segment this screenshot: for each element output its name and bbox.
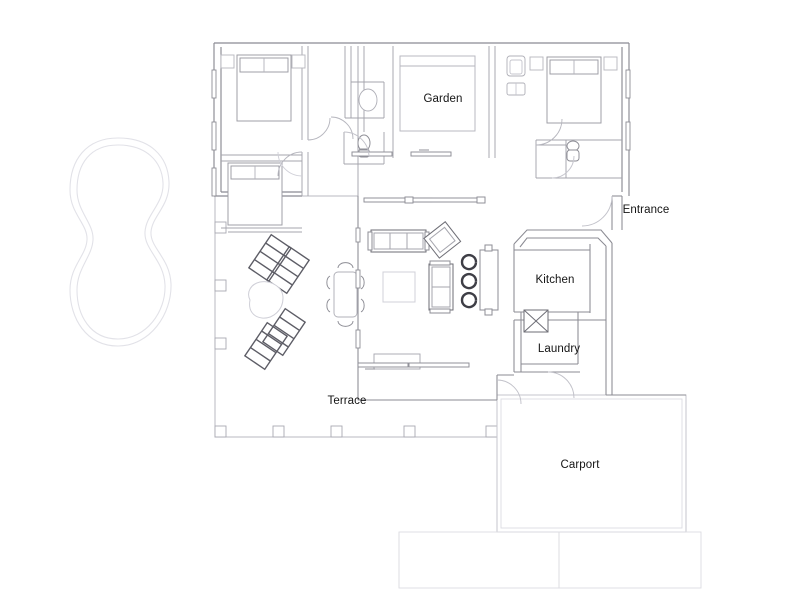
label-garden: Garden: [424, 93, 463, 105]
bar-stools: [460, 253, 478, 309]
bed-2: [227, 162, 283, 226]
armchair-bedroom-3: [506, 55, 526, 96]
entrance-walls: [605, 195, 686, 396]
label-terrace: Terrace: [327, 395, 366, 407]
living-terrace-door: [357, 362, 470, 370]
living-partition: [363, 196, 486, 204]
bed-3: [529, 56, 618, 124]
sun-lounger-3: [243, 321, 289, 371]
garden-door-sills: [351, 149, 452, 157]
room-labels: Garden Entrance Kitchen Laundry Terrace …: [327, 93, 669, 471]
label-carport: Carport: [560, 459, 600, 471]
toilet-2: [566, 140, 580, 162]
washbasin-1: [358, 88, 378, 112]
dining-table: [333, 271, 358, 318]
washing-machine: [523, 309, 549, 333]
terrace-side-table: [248, 281, 284, 319]
armchair-living: [423, 221, 462, 259]
sun-lounger-4: [261, 307, 307, 357]
laundry-walls: [513, 312, 607, 373]
window-marks: [211, 69, 631, 349]
kitchen-island: [479, 244, 499, 316]
bed-1: [220, 54, 306, 122]
sun-lounger-2: [265, 245, 311, 295]
loveseat: [428, 260, 454, 314]
dining-chairs: [326, 262, 365, 327]
garden-courtyard: [392, 46, 496, 158]
label-laundry: Laundry: [538, 343, 580, 355]
label-kitchen: Kitchen: [535, 274, 574, 286]
sofa-3-seat: [367, 229, 430, 253]
bathroom-1-walls: [343, 46, 385, 196]
bedroom-2-walls: [221, 227, 302, 233]
carport-area: [398, 394, 702, 589]
door-swings: [277, 116, 613, 405]
coffee-table: [382, 271, 416, 303]
label-entrance: Entrance: [623, 204, 670, 216]
swimming-pool: [69, 137, 172, 347]
